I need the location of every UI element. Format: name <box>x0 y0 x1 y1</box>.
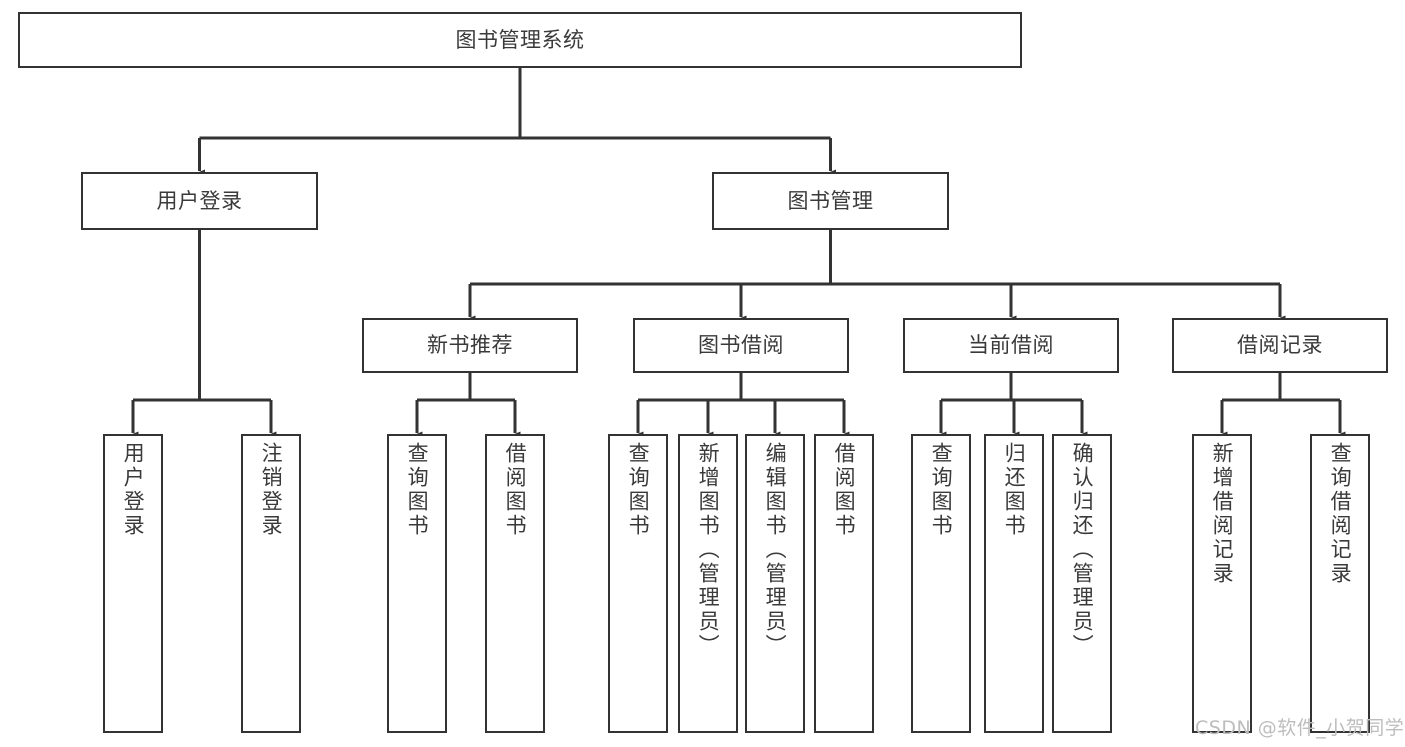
node-book-manage-label: 图书管理 <box>787 188 874 213</box>
node-book-borrow[interactable]: 图书借阅 <box>633 318 849 373</box>
node-leaf-add-book[interactable]: 新增图书（管理员） <box>678 434 738 733</box>
node-leaf-logout[interactable]: 注销登录 <box>241 434 301 733</box>
node-book-manage[interactable]: 图书管理 <box>712 172 949 230</box>
node-leaf-return-book[interactable]: 归还图书 <box>984 434 1044 733</box>
node-borrow-record[interactable]: 借阅记录 <box>1172 318 1388 373</box>
node-leaf-confirm-return[interactable]: 确认归还（管理员） <box>1052 434 1112 733</box>
node-leaf-query-book-cur[interactable]: 查询图书 <box>911 434 971 733</box>
node-leaf-query-record-label: 查询借阅记录 <box>1328 442 1353 586</box>
node-leaf-confirm-return-label: 确认归还（管理员） <box>1070 442 1095 658</box>
node-leaf-edit-book[interactable]: 编辑图书（管理员） <box>745 434 805 733</box>
node-leaf-add-book-label: 新增图书（管理员） <box>696 442 721 658</box>
node-leaf-borrow-book[interactable]: 借阅图书 <box>814 434 874 733</box>
node-leaf-return-book-label: 归还图书 <box>1002 442 1027 538</box>
node-current-borrow[interactable]: 当前借阅 <box>903 318 1119 373</box>
node-leaf-user-login[interactable]: 用户登录 <box>103 434 163 733</box>
node-leaf-query-book-rec[interactable]: 查询图书 <box>387 434 447 733</box>
node-leaf-logout-label: 注销登录 <box>259 442 284 538</box>
node-new-book-recommend[interactable]: 新书推荐 <box>362 318 578 373</box>
node-leaf-borrow-book-rec[interactable]: 借阅图书 <box>485 434 545 733</box>
node-new-book-recommend-label: 新书推荐 <box>427 333 513 358</box>
node-current-borrow-label: 当前借阅 <box>968 333 1054 358</box>
node-root-label: 图书管理系统 <box>455 27 585 52</box>
node-leaf-query-book-borrow[interactable]: 查询图书 <box>608 434 668 733</box>
node-root[interactable]: 图书管理系统 <box>18 12 1022 68</box>
node-leaf-query-book-borrow-label: 查询图书 <box>626 442 651 538</box>
node-book-borrow-label: 图书借阅 <box>698 333 784 358</box>
node-leaf-add-record[interactable]: 新增借阅记录 <box>1192 434 1252 733</box>
node-leaf-query-record[interactable]: 查询借阅记录 <box>1310 434 1370 733</box>
node-leaf-edit-book-label: 编辑图书（管理员） <box>763 442 788 658</box>
node-borrow-record-label: 借阅记录 <box>1237 333 1323 358</box>
watermark: CSDN @软件_小贺同学 <box>1195 717 1405 739</box>
node-leaf-add-record-label: 新增借阅记录 <box>1210 442 1235 586</box>
node-leaf-user-login-label: 用户登录 <box>121 442 146 538</box>
node-leaf-borrow-book-label: 借阅图书 <box>832 442 857 538</box>
node-user-login-label: 用户登录 <box>156 188 243 213</box>
node-user-login[interactable]: 用户登录 <box>81 172 318 230</box>
node-leaf-borrow-book-rec-label: 借阅图书 <box>503 442 528 538</box>
node-leaf-query-book-cur-label: 查询图书 <box>929 442 954 538</box>
node-leaf-query-book-rec-label: 查询图书 <box>405 442 430 538</box>
